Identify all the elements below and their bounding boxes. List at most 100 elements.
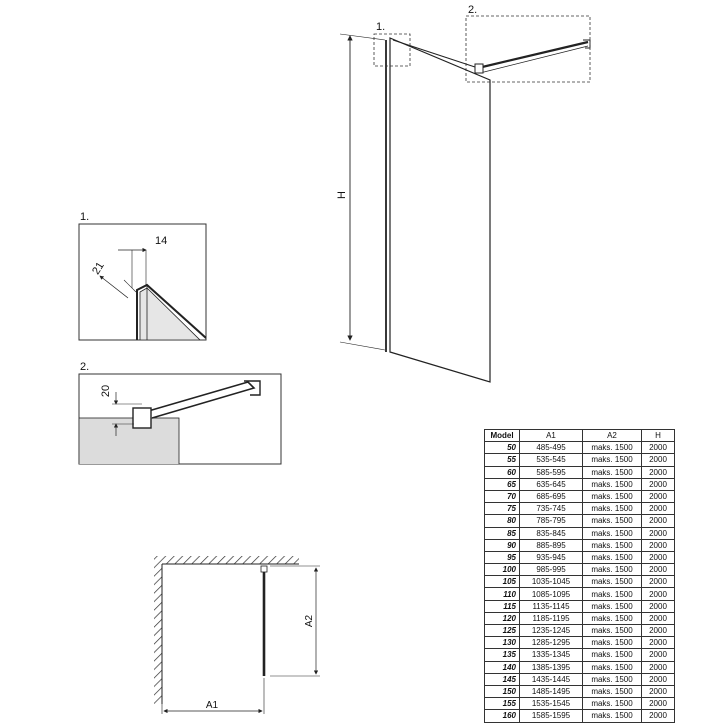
- cell-a1: 1235-1245: [519, 623, 583, 638]
- cell-model: 100: [484, 563, 520, 577]
- cell-h: 2000: [641, 465, 675, 479]
- cell-a1: 685-695: [519, 489, 583, 504]
- cell-h: 2000: [641, 453, 675, 467]
- header-a1: A1: [519, 428, 583, 443]
- cell-a2: maks. 1500: [582, 660, 642, 674]
- header-model: Model: [484, 428, 520, 443]
- cell-h: 2000: [641, 636, 675, 650]
- cell-a2: maks. 1500: [582, 684, 642, 699]
- cell-a1: 885-895: [519, 538, 583, 552]
- cell-a2: maks. 1500: [582, 575, 642, 589]
- cell-model: 130: [484, 636, 520, 650]
- cell-model: 70: [484, 489, 520, 504]
- detail-2-title: 2.: [80, 361, 89, 373]
- cell-model: 50: [484, 441, 520, 455]
- detail-1-view: 1. 14 21: [78, 211, 207, 341]
- bar-height-label: 20: [100, 385, 112, 397]
- glass-edge-profile: [136, 283, 206, 340]
- cell-model: 105: [484, 575, 520, 589]
- cell-a2: maks. 1500: [582, 477, 642, 491]
- cell-h: 2000: [641, 648, 675, 662]
- cell-a2: maks. 1500: [582, 550, 642, 565]
- cell-a1: 1185-1195: [519, 611, 583, 626]
- cell-model: 90: [484, 538, 520, 552]
- glass-panel: [389, 37, 491, 383]
- cell-h: 2000: [641, 709, 675, 723]
- detail-1-callout-label: 1.: [376, 21, 385, 33]
- cell-a2: maks. 1500: [582, 453, 642, 467]
- cell-h: 2000: [641, 611, 675, 626]
- header-h: H: [641, 428, 675, 443]
- cell-a2: maks. 1500: [582, 489, 642, 504]
- cell-a1: 1035-1045: [519, 575, 583, 589]
- cell-a1: 1385-1395: [519, 660, 583, 674]
- cell-a1: 635-645: [519, 477, 583, 491]
- cell-a1: 1585-1595: [519, 709, 583, 723]
- support-bar: [474, 39, 591, 74]
- cell-model: 85: [484, 526, 520, 540]
- cell-a1: 1285-1295: [519, 636, 583, 650]
- cell-a2: maks. 1500: [582, 502, 642, 516]
- cell-a2: maks. 1500: [582, 697, 642, 711]
- cell-a2: maks. 1500: [582, 441, 642, 455]
- detail-1-title: 1.: [80, 211, 89, 223]
- cell-model: 155: [484, 697, 520, 711]
- cell-a2: maks. 1500: [582, 611, 642, 626]
- panel-perspective-view: H 1. 2.: [336, 4, 591, 383]
- cell-h: 2000: [641, 599, 675, 613]
- cell-h: 2000: [641, 514, 675, 528]
- support-bar-section: [144, 381, 256, 419]
- cell-a2: maks. 1500: [582, 465, 642, 479]
- cell-h: 2000: [641, 489, 675, 504]
- detail-2-callout-box: [465, 15, 591, 83]
- cell-model: 55: [484, 453, 520, 467]
- cell-h: 2000: [641, 477, 675, 491]
- cell-a1: 585-595: [519, 465, 583, 479]
- cell-a1: 1485-1495: [519, 684, 583, 699]
- cell-a2: maks. 1500: [582, 599, 642, 613]
- cell-h: 2000: [641, 660, 675, 674]
- cell-h: 2000: [641, 587, 675, 601]
- cell-a2: maks. 1500: [582, 709, 642, 723]
- cell-a2: maks. 1500: [582, 636, 642, 650]
- cell-model: 80: [484, 514, 520, 528]
- cell-h: 2000: [641, 575, 675, 589]
- cell-model: 145: [484, 672, 520, 686]
- plan-view: A1 A2: [154, 556, 320, 714]
- cell-model: 140: [484, 660, 520, 674]
- cell-a1: 1135-1145: [519, 599, 583, 613]
- cell-a2: maks. 1500: [582, 648, 642, 662]
- cell-a1: 935-945: [519, 550, 583, 565]
- cell-a2: maks. 1500: [582, 538, 642, 552]
- cell-a1: 1085-1095: [519, 587, 583, 601]
- cell-model: 135: [484, 648, 520, 662]
- cell-model: 115: [484, 599, 520, 613]
- detail-1-callout-box: [373, 33, 411, 67]
- cell-a1: 835-845: [519, 526, 583, 540]
- cell-a2: maks. 1500: [582, 514, 642, 528]
- width-a2-label: A2: [304, 614, 315, 627]
- cell-h: 2000: [641, 441, 675, 455]
- cell-a2: maks. 1500: [582, 587, 642, 601]
